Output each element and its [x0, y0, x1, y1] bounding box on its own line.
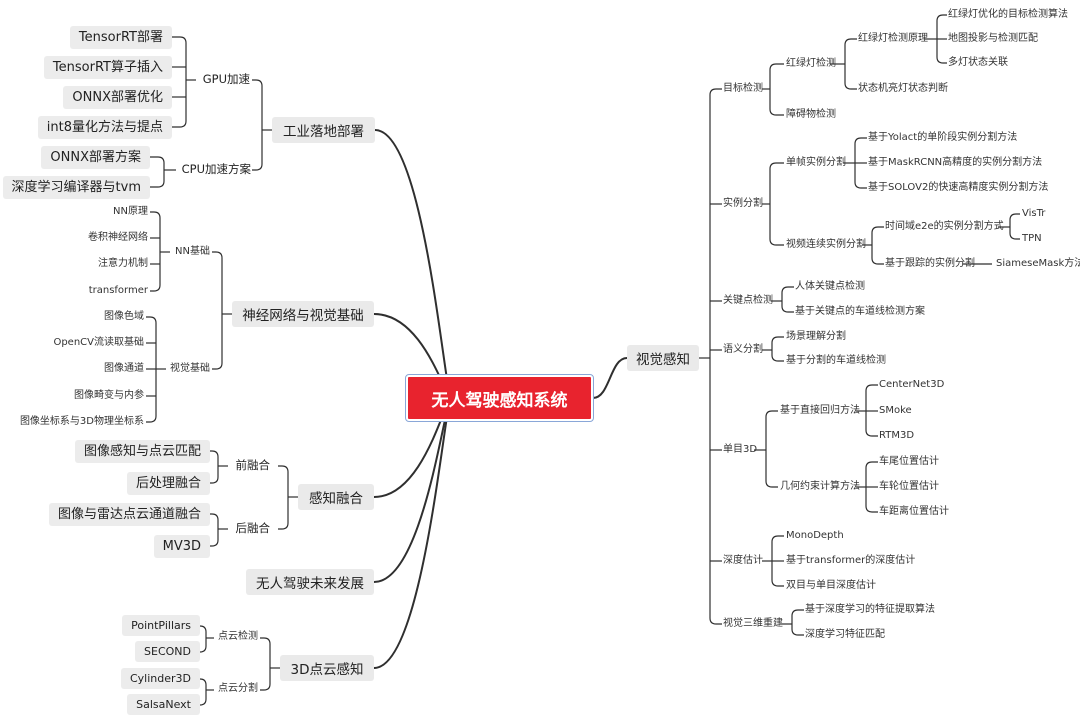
leaf-tpn[interactable]: TPN: [1022, 233, 1042, 244]
leaf-rtm3d[interactable]: RTM3D: [879, 430, 915, 441]
leaf-seg-lane[interactable]: 基于分割的车道线检测: [786, 355, 886, 366]
leaf-image-channel[interactable]: 图像通道: [104, 363, 144, 374]
leaf-mv3d[interactable]: MV3D: [153, 535, 210, 558]
node-cpu-accel[interactable]: CPU加速方案: [181, 162, 251, 176]
node-instance-seg[interactable]: 实例分割: [723, 198, 763, 209]
node-visual-perception[interactable]: 视觉感知: [627, 345, 699, 371]
leaf-state-machine[interactable]: 状态机亮灯状态判断: [858, 83, 948, 94]
leaf-attention[interactable]: 注意力机制: [98, 258, 148, 269]
node-mono3d[interactable]: 单目3D: [723, 444, 758, 455]
leaf-maskrcnn[interactable]: 基于MaskRCNN高精度的实例分割方法: [868, 157, 1043, 168]
leaf-multi-light[interactable]: 多灯状态关联: [948, 57, 1008, 68]
leaf-dl-compiler-tvm[interactable]: 深度学习编译器与tvm: [2, 176, 150, 199]
leaf-tensorrt-deploy[interactable]: TensorRT部署: [69, 26, 172, 49]
node-traffic-light[interactable]: 红绿灯检测: [786, 58, 836, 69]
leaf-image-pc-match[interactable]: 图像感知与点云匹配: [74, 440, 210, 463]
node-e2e-seg[interactable]: 时间域e2e的实例分割方式: [885, 221, 1004, 232]
leaf-wheel-pos[interactable]: 车轮位置估计: [879, 481, 939, 492]
leaf-tensorrt-op[interactable]: TensorRT算子插入: [43, 56, 172, 79]
root-node[interactable]: 无人驾驶感知系统: [405, 374, 594, 422]
leaf-second[interactable]: SECOND: [135, 641, 200, 662]
node-video-seg[interactable]: 视频连续实例分割: [786, 239, 866, 250]
node-future-development[interactable]: 无人驾驶未来发展: [246, 569, 374, 595]
leaf-dl-feature-extract[interactable]: 基于深度学习的特征提取算法: [805, 604, 935, 615]
leaf-distance-pos[interactable]: 车距离位置估计: [879, 506, 949, 517]
leaf-onnx-opt[interactable]: ONNX部署优化: [63, 86, 172, 109]
node-3d-recon[interactable]: 视觉三维重建: [723, 618, 783, 629]
node-pc-segmentation[interactable]: 点云分割: [218, 683, 258, 694]
leaf-solov2[interactable]: 基于SOLOV2的快速高精度实例分割方法: [868, 182, 1049, 193]
node-back-fusion[interactable]: 后融合: [235, 521, 271, 535]
node-semantic-seg[interactable]: 语义分割: [723, 344, 763, 355]
leaf-int8-quant[interactable]: int8量化方法与提点: [37, 116, 172, 139]
leaf-pointpillars[interactable]: PointPillars: [122, 615, 200, 636]
node-vision-basics[interactable]: 视觉基础: [170, 363, 210, 374]
leaf-map-projection[interactable]: 地图投影与检测匹配: [948, 33, 1038, 44]
leaf-radar-fusion[interactable]: 图像与雷达点云通道融合: [48, 503, 210, 526]
leaf-post-fusion[interactable]: 后处理融合: [126, 472, 210, 495]
node-nn-vision-basics[interactable]: 神经网络与视觉基础: [232, 301, 374, 327]
leaf-monodepth[interactable]: MonoDepth: [786, 530, 844, 541]
leaf-stereo-mono-depth[interactable]: 双目与单目深度估计: [786, 580, 876, 591]
leaf-opencv-stream[interactable]: OpenCV流读取基础: [53, 337, 144, 348]
leaf-rear-pos[interactable]: 车尾位置估计: [879, 456, 939, 467]
leaf-scene-seg[interactable]: 场景理解分割: [786, 331, 846, 342]
leaf-centernet3d[interactable]: CenterNet3D: [879, 379, 945, 390]
leaf-transformer[interactable]: transformer: [88, 285, 148, 296]
node-depth-est[interactable]: 深度估计: [723, 555, 763, 566]
leaf-onnx-deploy[interactable]: ONNX部署方案: [41, 146, 150, 169]
leaf-keypoint-lane[interactable]: 基于关键点的车道线检测方案: [795, 306, 925, 317]
node-tracking-seg[interactable]: 基于跟踪的实例分割: [885, 258, 975, 269]
node-direct-regression[interactable]: 基于直接回归方法: [780, 405, 860, 416]
node-keypoint-det[interactable]: 关键点检测: [723, 295, 773, 306]
leaf-dl-feature-match[interactable]: 深度学习特征匹配: [805, 629, 885, 640]
leaf-nn-principle[interactable]: NN原理: [113, 206, 148, 217]
leaf-cylinder3d[interactable]: Cylinder3D: [120, 668, 200, 689]
leaf-cnn[interactable]: 卷积神经网络: [88, 232, 148, 243]
leaf-distortion[interactable]: 图像畸变与内参: [74, 390, 144, 401]
leaf-human-keypoint[interactable]: 人体关键点检测: [795, 281, 865, 292]
leaf-color-space[interactable]: 图像色域: [104, 311, 144, 322]
leaf-obstacle-det[interactable]: 障碍物检测: [786, 109, 836, 120]
node-perception-fusion[interactable]: 感知融合: [298, 484, 374, 510]
node-tl-principle[interactable]: 红绿灯检测原理: [858, 33, 928, 44]
leaf-transformer-depth[interactable]: 基于transformer的深度估计: [786, 555, 916, 566]
leaf-yolact[interactable]: 基于Yolact的单阶段实例分割方法: [868, 132, 1018, 143]
node-nn-basics[interactable]: NN基础: [175, 246, 210, 257]
leaf-siamesemask[interactable]: SiameseMask方法: [996, 258, 1080, 269]
node-3d-pointcloud[interactable]: 3D点云感知: [280, 655, 374, 681]
leaf-coordinate-system[interactable]: 图像坐标系与3D物理坐标系: [19, 416, 144, 427]
leaf-smoke[interactable]: SMoke: [879, 405, 912, 416]
node-single-frame-seg[interactable]: 单帧实例分割: [786, 157, 846, 168]
node-geometric-constraint[interactable]: 几何约束计算方法: [780, 481, 860, 492]
node-front-fusion[interactable]: 前融合: [235, 458, 271, 472]
node-pc-detection[interactable]: 点云检测: [218, 631, 258, 642]
node-object-detection[interactable]: 目标检测: [723, 83, 763, 94]
leaf-vistr[interactable]: VisTr: [1022, 208, 1046, 219]
leaf-salsanext[interactable]: SalsaNext: [127, 694, 200, 715]
node-industrial-deploy[interactable]: 工业落地部署: [272, 117, 375, 143]
node-gpu-accel[interactable]: GPU加速: [202, 72, 250, 86]
leaf-tl-det-algo[interactable]: 红绿灯优化的目标检测算法: [948, 9, 1068, 20]
